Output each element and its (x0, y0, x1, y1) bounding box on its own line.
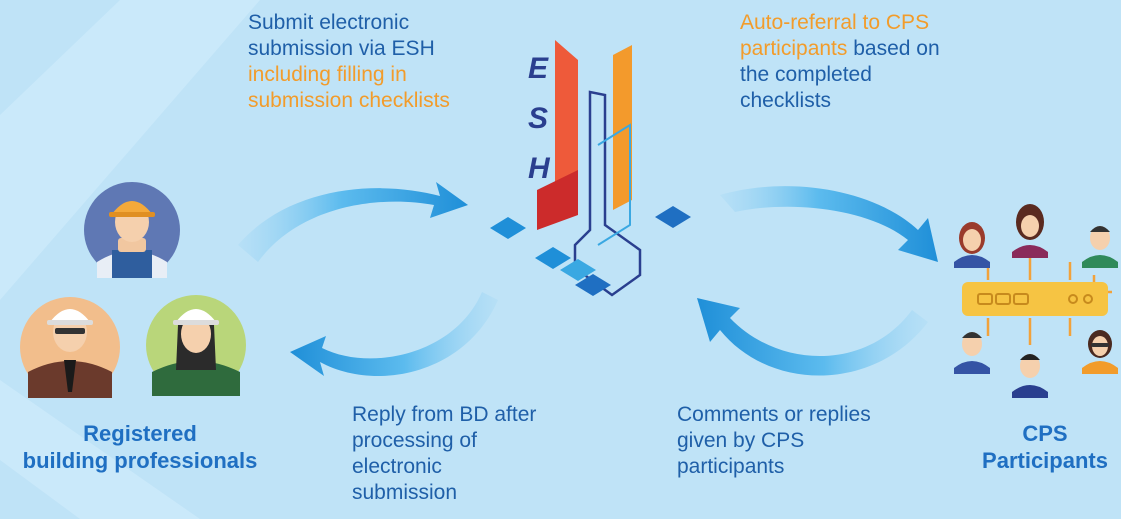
arrow-comments (697, 298, 928, 376)
professionals-label-line1: Registered (83, 421, 197, 446)
arrow-submit (238, 182, 468, 262)
logo-text-e: E (528, 52, 549, 85)
professionals-label-line2: building professionals (22, 448, 258, 473)
background-decoration (0, 0, 260, 519)
logo-text-s: S (528, 102, 548, 135)
arrow-reply-bd (290, 292, 498, 377)
comments-flow-text: Comments or replies given by CPS partici… (677, 402, 892, 480)
logo-text-h: H (528, 152, 551, 185)
reply-bd-flow-text: Reply from BD after processing of electr… (352, 402, 552, 506)
reply-bd-flow-text-main: Reply from BD after processing of electr… (352, 403, 537, 504)
user-woman-icon (954, 222, 990, 268)
businessman-hardhat-icon (20, 297, 120, 398)
referral-flow-text: Auto-referral to CPS participants based … (740, 10, 955, 114)
user-man-icon (1012, 354, 1048, 398)
cps-label: CPS Participants (975, 420, 1115, 474)
user-woman-icon (1082, 330, 1118, 374)
cps-label-line1: CPS (1022, 421, 1068, 446)
woman-hardhat-icon (146, 295, 246, 396)
submit-flow-text: Submit electronic submission via ESH inc… (248, 10, 488, 114)
user-man-icon (1082, 226, 1118, 268)
professionals-label: Registered building professionals (10, 420, 270, 474)
esh-logo: E S H (490, 40, 691, 297)
network-hub-icon (962, 258, 1112, 345)
user-man-icon (954, 332, 990, 374)
arrow-referral (720, 186, 938, 262)
submit-flow-text-main: Submit electronic submission via ESH (248, 11, 435, 60)
submit-flow-text-highlight: including filling in submission checklis… (248, 63, 450, 112)
user-woman-icon (1012, 204, 1048, 258)
referral-flow-text-highlight: Auto-referral to CPS participants (740, 11, 930, 60)
referral-flow-text-main: based on the completed checklists (740, 37, 940, 112)
cps-label-line2: Participants (982, 448, 1108, 473)
comments-flow-text-main: Comments or replies given by CPS partici… (677, 403, 871, 478)
worker-hardhat-icon (84, 182, 180, 278)
